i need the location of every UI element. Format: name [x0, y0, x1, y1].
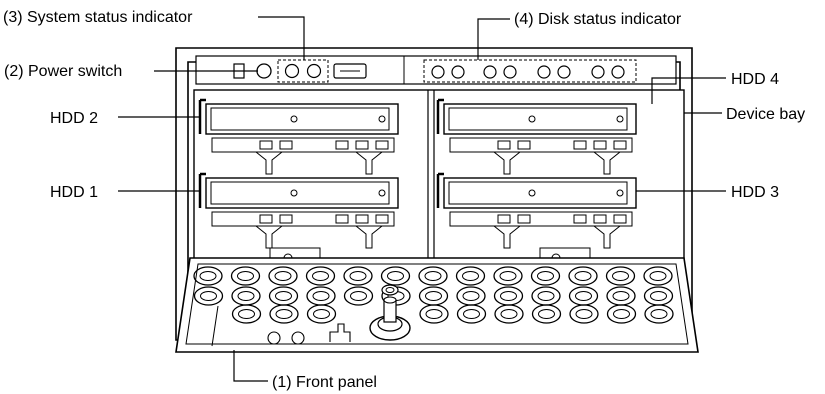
label-disk-status: (4) Disk status indicator [514, 11, 682, 28]
label-hdd-3: HDD 3 [731, 184, 779, 201]
label-front-panel: (1) Front panel [272, 374, 377, 391]
label-hdd-4: HDD 4 [731, 71, 779, 88]
label-hdd-1: HDD 1 [50, 184, 98, 201]
label-device-bay: Device bay [726, 106, 805, 123]
label-system-status: (3) System status indicator [3, 9, 193, 26]
label-hdd-2: HDD 2 [50, 110, 98, 127]
label-power-switch: (2) Power switch [4, 63, 122, 80]
usb-port [334, 64, 366, 78]
